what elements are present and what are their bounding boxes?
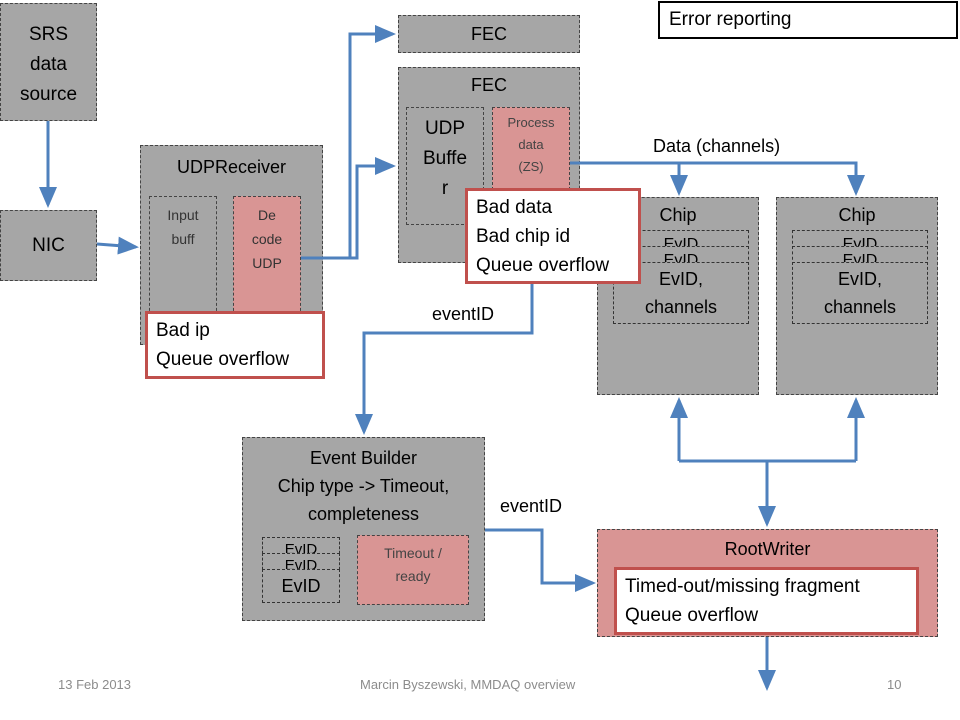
arrow-event-builder-to-root-writer — [485, 528, 596, 592]
timeout-ready-box: Timeout / ready — [357, 535, 469, 605]
fec-error-box: Bad data Bad chip id Queue overflow — [465, 188, 641, 284]
nic-box: NIC — [0, 210, 97, 281]
srs-label: SRS data source — [19, 24, 78, 105]
event-id-label-1: eventID — [432, 304, 495, 324]
arrow-nic-to-udpreceiver — [96, 236, 139, 255]
decode-udp-box: De code UDP — [233, 196, 301, 316]
chip-left-title: Chip — [659, 205, 697, 225]
chip-right-evid-channels: EvID, channels — [792, 262, 928, 324]
arrow-fec-to-event-builder — [355, 263, 534, 435]
process-data-label: Process data (ZS) — [507, 115, 555, 174]
footer-date: 13 Feb 2013 — [58, 677, 132, 692]
event-builder-title: Event Builder Chip type -> Timeout, comp… — [277, 448, 450, 524]
data-channels-label: Data (channels) — [653, 136, 781, 156]
fec-top-box: FEC — [398, 15, 580, 53]
footer-center: Marcin Byszewski, MMDAQ overview — [360, 677, 576, 692]
arrow-decode-to-fec — [301, 157, 396, 260]
arrow-decode-to-fec-top — [301, 25, 396, 260]
udp-receiver-title: UDPReceiver — [176, 157, 287, 177]
input-buff-label: Input buff — [167, 207, 199, 247]
fec-title: FEC — [471, 75, 507, 95]
udp-buffer-label: UDP Buffe r — [422, 118, 468, 199]
udp-buffer-box: UDP Buffe r — [406, 107, 484, 225]
event-builder-evid-front: EvID — [262, 569, 340, 603]
fec-top-label: FEC — [471, 24, 507, 44]
timeout-ready-label: Timeout / ready — [384, 545, 442, 584]
decode-udp-label: De code UDP — [251, 207, 283, 271]
error-reporting-legend: Error reporting — [658, 1, 958, 39]
nic-label: NIC — [32, 235, 65, 256]
root-writer-title: RootWriter — [724, 539, 811, 559]
footer-page: 10 — [887, 677, 902, 692]
event-id-label-2: eventID — [500, 496, 563, 516]
root-writer-error-box: Timed-out/missing fragment Queue overflo… — [614, 567, 919, 635]
srs-data-source-box: SRS data source — [0, 3, 97, 121]
udp-receiver-error-box: Bad ip Queue overflow — [145, 311, 325, 379]
chip-right-title: Chip — [838, 205, 876, 225]
arrow-fec-to-chip-right — [679, 161, 865, 196]
input-buff-box: Input buff — [149, 196, 217, 316]
